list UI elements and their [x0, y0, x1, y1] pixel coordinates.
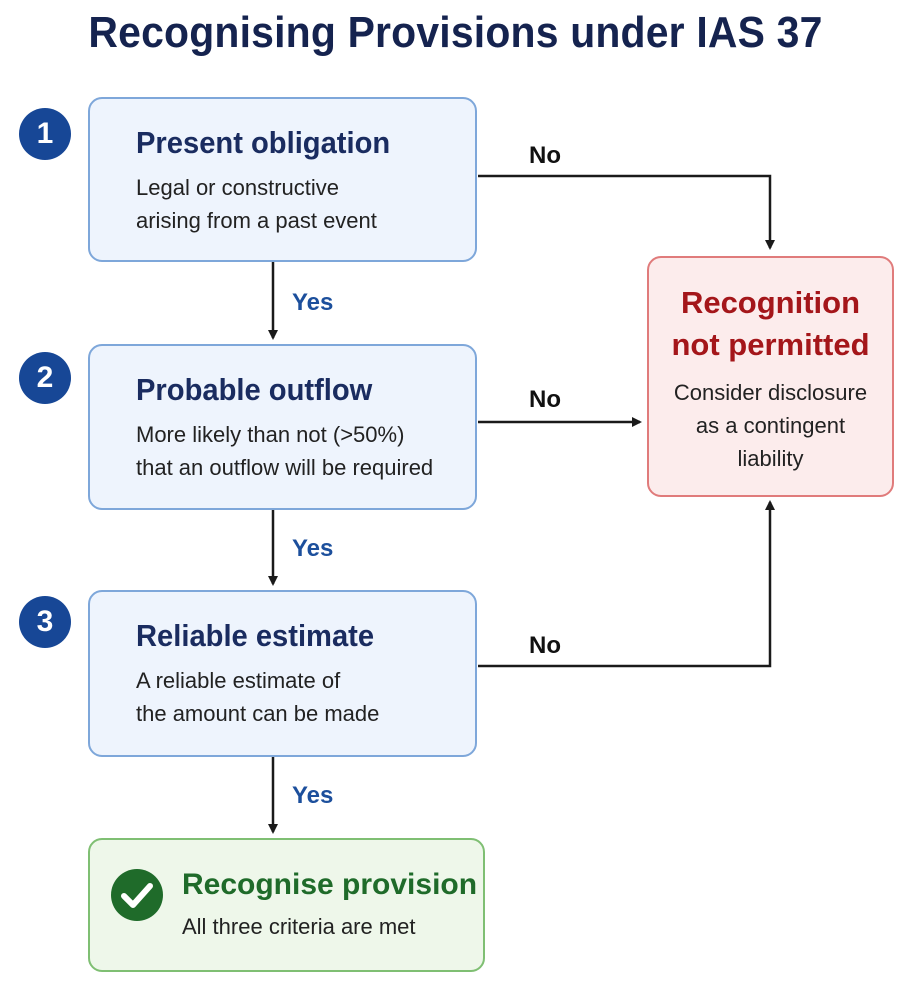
- recognition-not-permitted-box: Recognition not permitted Consider discl…: [647, 256, 894, 497]
- no-label: No: [529, 142, 561, 169]
- page-title: Recognising Provisions under IAS 37: [88, 8, 823, 57]
- step-probable-outflow: Probable outflow More likely than not (>…: [88, 344, 477, 510]
- recognise-provision-box: Recognise provision All three criteria a…: [88, 838, 485, 972]
- yes-label: Yes: [292, 782, 334, 809]
- check-circle-icon: [111, 869, 163, 921]
- reject-description: Consider disclosure as a contingent liab…: [673, 380, 868, 471]
- step-number-badge: 3: [19, 596, 71, 648]
- arrow-step1-no: [478, 174, 775, 250]
- accept-heading: Recognise provision: [182, 868, 478, 901]
- step-description: A reliable estimate of the amount can be…: [136, 668, 380, 726]
- arrow-step3-no: [478, 500, 775, 668]
- no-label: No: [529, 386, 561, 413]
- yes-label: Yes: [292, 535, 334, 562]
- step-description: Legal or constructive arising from a pas…: [136, 175, 377, 233]
- step-description: More likely than not (>50%) that an outf…: [136, 422, 434, 480]
- step-number-badge: 1: [19, 108, 71, 160]
- step-number-badge: 2: [19, 352, 71, 404]
- step-present-obligation: Present obligation Legal or constructive…: [88, 97, 477, 262]
- no-label: No: [529, 632, 561, 659]
- accept-description: All three criteria are met: [182, 914, 416, 939]
- yes-label: Yes: [292, 289, 334, 316]
- step-heading: Reliable estimate: [136, 618, 375, 653]
- reject-heading: Recognition not permitted: [671, 285, 870, 362]
- step-heading: Present obligation: [136, 125, 391, 160]
- step-reliable-estimate: Reliable estimate A reliable estimate of…: [88, 590, 477, 757]
- step-heading: Probable outflow: [136, 372, 373, 407]
